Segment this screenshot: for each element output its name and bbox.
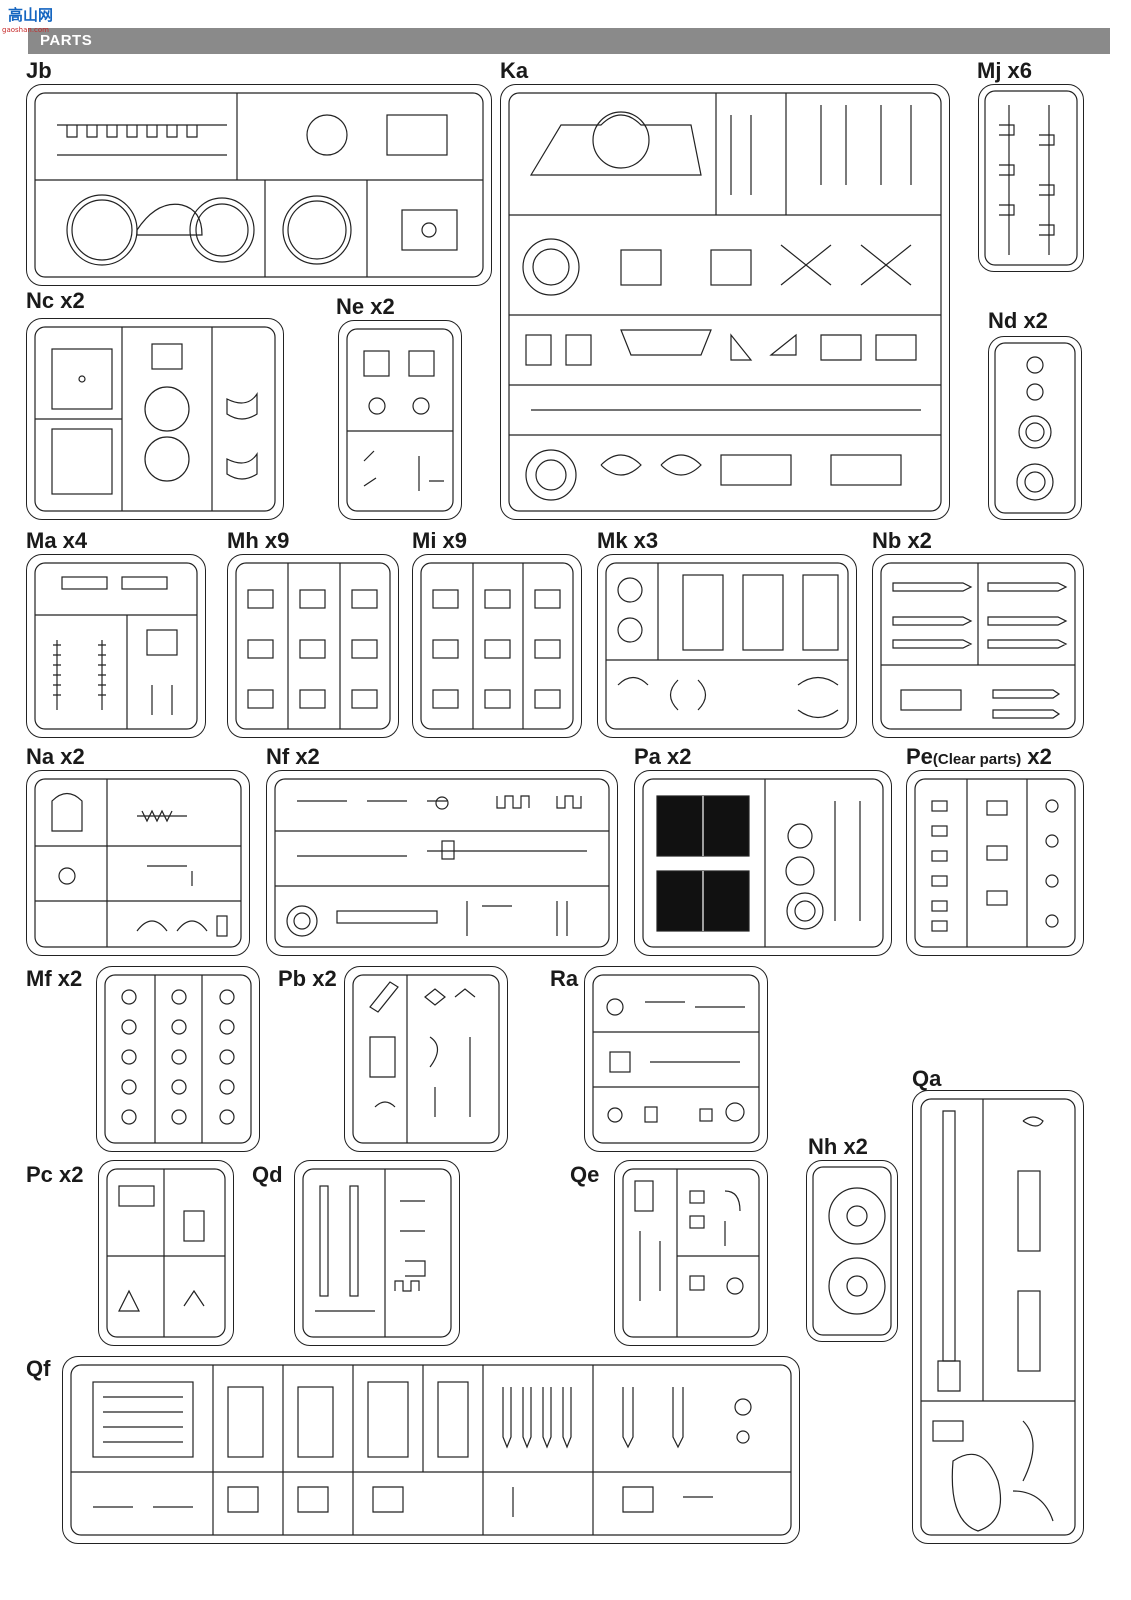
logo-url: gaoshan.com (2, 26, 50, 34)
sprue-label-qa: Qa (912, 1066, 942, 1091)
sprue-drawing-na (34, 778, 242, 948)
sprue-drawing-pe (914, 778, 1076, 948)
sprue-frame-pe (906, 770, 1084, 956)
sprue-frame-mj (978, 84, 1084, 272)
sprue-frame-ma (26, 554, 206, 738)
sprue-label-ka: Ka (500, 58, 529, 83)
sprue-count-pe: x2 (1027, 744, 1052, 769)
sprue-label-ra: Ra (550, 966, 579, 991)
sprue-drawing-nf (274, 778, 610, 948)
sprue-frame-mf (96, 966, 260, 1152)
sprue-drawing-nh (812, 1166, 892, 1336)
watermark-logo: 高山网 gaoshan.com (2, 4, 82, 38)
sprue-label-nd: Nd x2 (988, 308, 1048, 333)
sprue-frame-na (26, 770, 250, 956)
sprue-frame-nd (988, 336, 1082, 520)
sprue-frame-nb (872, 554, 1084, 738)
sprue-label-qf: Qf (26, 1356, 51, 1381)
logo-mark: 高山网 (8, 6, 54, 24)
sprue-label-pe: Pe(Clear parts) x2 (906, 744, 1052, 770)
sprue-drawing-ma (34, 562, 198, 730)
sprue-drawing-ne (346, 328, 454, 512)
sprue-drawing-mh (235, 562, 391, 730)
sprue-drawing-qa (920, 1098, 1076, 1536)
sprue-frame-nh (806, 1160, 898, 1342)
sprue-frame-qd (294, 1160, 460, 1346)
sprue-label-jb: Jb (26, 58, 52, 83)
sprue-drawing-nb (880, 562, 1076, 730)
sprue-frame-nc (26, 318, 284, 520)
sprue-name-pe: Pe (906, 744, 933, 769)
sprue-label-qe: Qe (570, 1162, 600, 1187)
sprue-label-ne: Ne x2 (336, 294, 395, 319)
sprue-label-nb: Nb x2 (872, 528, 932, 553)
sprue-frame-ka (500, 84, 950, 520)
sprue-frame-pc (98, 1160, 234, 1346)
sprue-frame-qe (614, 1160, 768, 1346)
sprue-drawing-nc (34, 326, 276, 512)
sprue-frame-ne (338, 320, 462, 520)
sprue-label-nc: Nc x2 (26, 288, 85, 313)
sprue-drawing-nd (994, 342, 1076, 514)
sprue-drawing-qd (302, 1168, 452, 1338)
sprue-frame-jb (26, 84, 492, 286)
sprue-drawing-qf (70, 1364, 792, 1536)
sprue-label-qd: Qd (252, 1162, 283, 1187)
header-bar (28, 28, 1110, 54)
sprue-drawing-pb (352, 974, 500, 1144)
sprue-drawing-mi (420, 562, 574, 730)
sprue-frame-ra (584, 966, 768, 1152)
sprue-label-nh: Nh x2 (808, 1134, 868, 1159)
sprue-frame-pa (634, 770, 892, 956)
sprue-drawing-qe (622, 1168, 760, 1338)
sprue-drawing-mf (104, 974, 252, 1144)
sprue-label-pc: Pc x2 (26, 1162, 84, 1187)
sprue-label-mj: Mj x6 (977, 58, 1033, 83)
sprue-drawing-ra (592, 974, 760, 1144)
sprue-drawing-mk (605, 562, 849, 730)
sprue-label-mi: Mi x9 (412, 528, 468, 553)
sprue-label-pb: Pb x2 (278, 966, 337, 991)
sprue-label-mf: Mf x2 (26, 966, 83, 991)
sprue-drawing-ka (508, 92, 942, 512)
sprue-label-mk: Mk x3 (597, 528, 659, 553)
sprue-drawing-pa (642, 778, 884, 948)
sprue-drawing-pc (106, 1168, 226, 1338)
sprue-frame-pb (344, 966, 508, 1152)
sprue-frame-qf (62, 1356, 800, 1544)
sprue-frame-mh (227, 554, 399, 738)
sprue-frame-qa (912, 1090, 1084, 1544)
sprue-label-ma: Ma x4 (26, 528, 88, 553)
sprue-frame-mi (412, 554, 582, 738)
sprue-label-mh: Mh x9 (227, 528, 290, 553)
sprue-label-na: Na x2 (26, 744, 85, 769)
sprue-frame-nf (266, 770, 618, 956)
sprue-label-pa: Pa x2 (634, 744, 692, 769)
sprue-frame-mk (597, 554, 857, 738)
sprue-drawing-mj (984, 90, 1078, 266)
page-title: PARTS (40, 32, 93, 49)
sprue-note-pe: (Clear parts) (932, 751, 1022, 768)
sprue-drawing-jb (34, 92, 484, 278)
sprue-label-nf: Nf x2 (266, 744, 320, 769)
